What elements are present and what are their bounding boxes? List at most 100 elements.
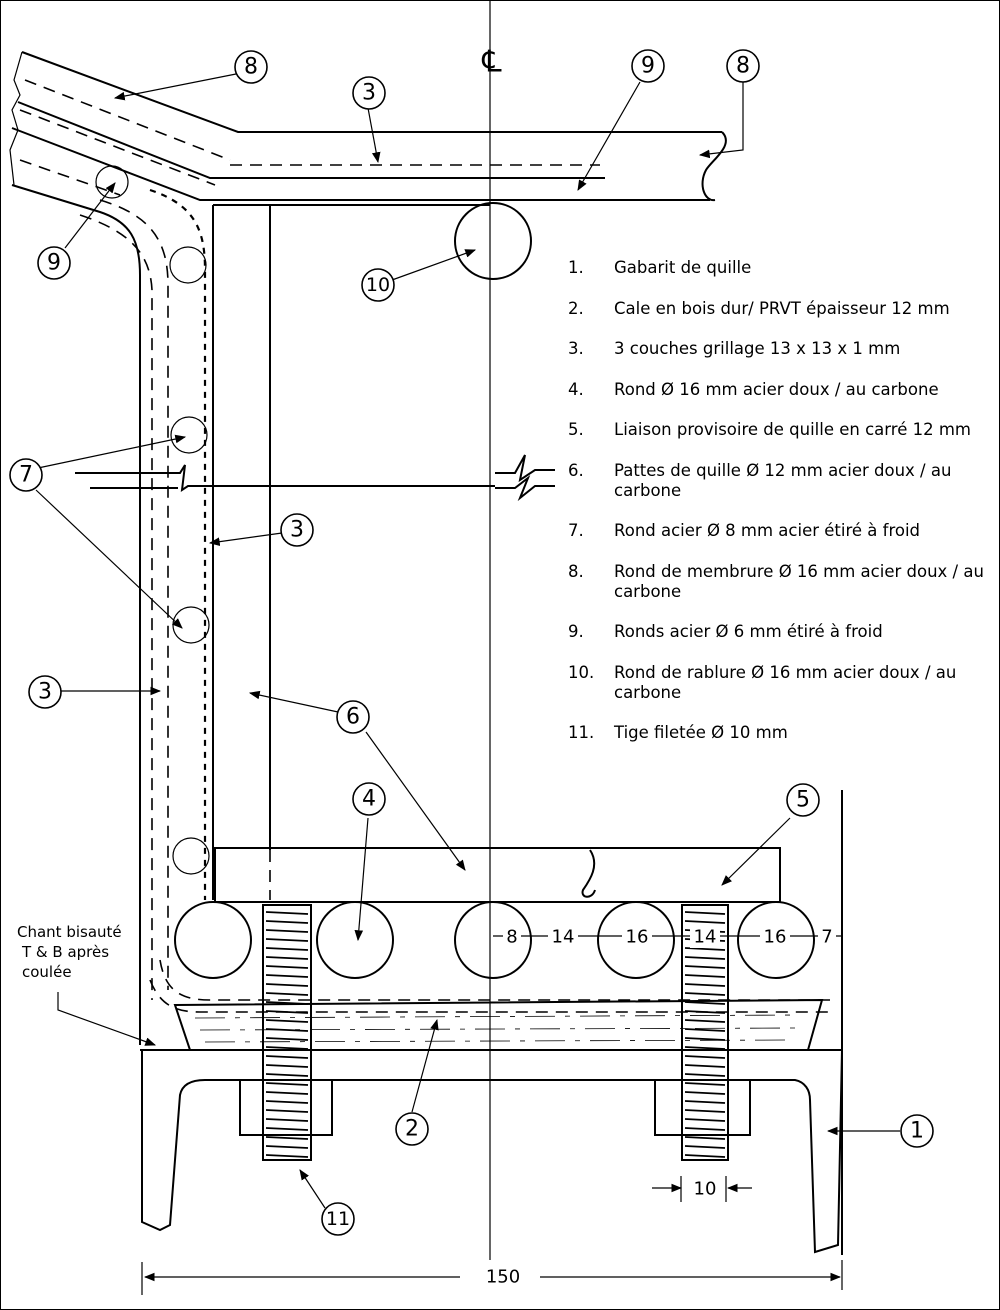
threaded-rod-dimension: 10 [652,1176,752,1202]
legend-text: Gabarit de quille [614,258,752,277]
thread-line [265,938,309,942]
legend-item: 5.Liaison provisoire de quille en carré … [568,420,998,440]
thread-line [684,1154,726,1158]
dim-14a: 14 [552,927,575,948]
callout-11: 11 [321,1202,355,1236]
svg-text:9: 9 [641,54,655,79]
frame-member-rod-8 [9,51,727,202]
legend-item: 10.Rond de rablure Ø 16 mm acier doux / … [568,663,998,703]
thread-line [265,974,309,978]
thread-line [684,965,726,969]
legend-number: 9. [568,622,584,641]
legend-text: Rond Ø 16 mm acier doux / au carbone [614,379,939,399]
thread-line [684,1091,726,1095]
thread-line [265,1046,309,1050]
mesh-layers-3 [149,959,830,1013]
thread-line [684,1100,726,1104]
svg-text:2: 2 [405,1117,419,1142]
svg-text:11: 11 [326,1208,350,1230]
legend-text: Liaison provisoire de quille en carré 12… [614,420,971,439]
callout-9-left: 9 [37,246,71,280]
legend-number: 7. [568,521,584,540]
break-lines [75,454,555,502]
callout-8-top-left: 8 [234,50,268,84]
thread-line [265,1154,309,1158]
callout-7: 7 [9,458,43,492]
keel-plate-6 [214,847,781,903]
thread-line [684,1046,726,1050]
dim-7: 7 [821,927,832,948]
keel-side-wall [11,184,490,1045]
thread-line [684,1109,726,1113]
svg-text:6: 6 [346,705,360,730]
thread-line [684,983,726,987]
legend-number: 2. [568,298,584,318]
thread-line [265,929,309,933]
legend-number: 4. [568,379,584,399]
callout-9-rod [95,165,129,199]
legend-item: 9.Ronds acier Ø 6 mm étiré à froid [568,622,998,642]
svg-text:3: 3 [290,518,304,543]
callout-8-top-right: 8 [726,49,760,83]
svg-text:3: 3 [38,680,52,705]
dim-150: 150 [486,1267,520,1288]
thread-line [684,956,726,960]
legend-number: 10. [568,662,595,682]
dim-14b: 14 [694,927,717,948]
thread-line [684,1118,726,1122]
thread-line [265,1055,309,1059]
thread-line [684,1064,726,1068]
legend-text: Tige filetée Ø 10 mm [614,723,788,742]
thread-line [265,920,309,924]
legend-number: 6. [568,460,584,480]
legend-item: 8. Rond de membrure Ø 16 mm acier doux / … [568,562,998,602]
centerline-symbol: ℄ [481,45,501,80]
thread-line [265,947,309,951]
thread-line [265,1037,309,1041]
thread-line [265,911,309,915]
legend-text: 3 couches grillage 13 x 13 x 1 mm [614,339,901,358]
rods-7 [169,246,210,875]
thread-line [684,1136,726,1140]
edge-note: Chant bisauté T & B après coulée [17,923,157,1046]
callout-3-mid: 3 [280,513,314,547]
thread-line [684,1055,726,1059]
thread-line [684,974,726,978]
thread-line [684,1073,726,1077]
legend-item: 4. Rond Ø 16 mm acier doux / au carbone [568,380,998,400]
callout-9-top: 9 [631,49,665,83]
keel-jig-1 [140,790,843,1255]
thread-line [684,911,726,915]
callout-5: 5 [786,783,820,817]
svg-text:8: 8 [244,55,258,80]
thread-line [684,1001,726,1005]
thread-line [265,992,309,996]
callout-4: 4 [352,782,386,816]
svg-text:1: 1 [910,1119,924,1144]
legend-text: Rond de membrure Ø 16 mm acier doux / au… [614,561,984,601]
legend-number: 3. [568,339,584,358]
rods-4-row [174,901,815,979]
thread-line [265,1064,309,1068]
thread-line [265,1145,309,1149]
dim-16b: 16 [764,927,787,948]
overall-width-dimension: 150 [141,1260,843,1295]
dim-10: 10 [694,1179,717,1200]
thread-line [684,992,726,996]
callout-3-top: 3 [352,76,386,110]
thread-line [265,1010,309,1014]
legend-text: Cale en bois dur/ PRVT épaisseur 12 mm [614,298,950,318]
legend-number: 8. [568,561,584,581]
rabbet-rod-10 [454,202,532,280]
svg-text:9: 9 [47,251,61,276]
thread-line [265,956,309,960]
thread-line [684,1082,726,1086]
thread-line [684,1019,726,1023]
thread-line [265,965,309,969]
thread-line [684,920,726,924]
legend-text: Rond acier Ø 8 mm acier étiré à froid [614,521,921,540]
legend-text: Pattes de quille Ø 12 mm acier doux / au… [614,460,952,500]
legend-item: 11.Tige filetée Ø 10 mm [568,723,998,743]
threaded-rods-11 [239,904,751,1161]
thread-line [265,1091,309,1095]
